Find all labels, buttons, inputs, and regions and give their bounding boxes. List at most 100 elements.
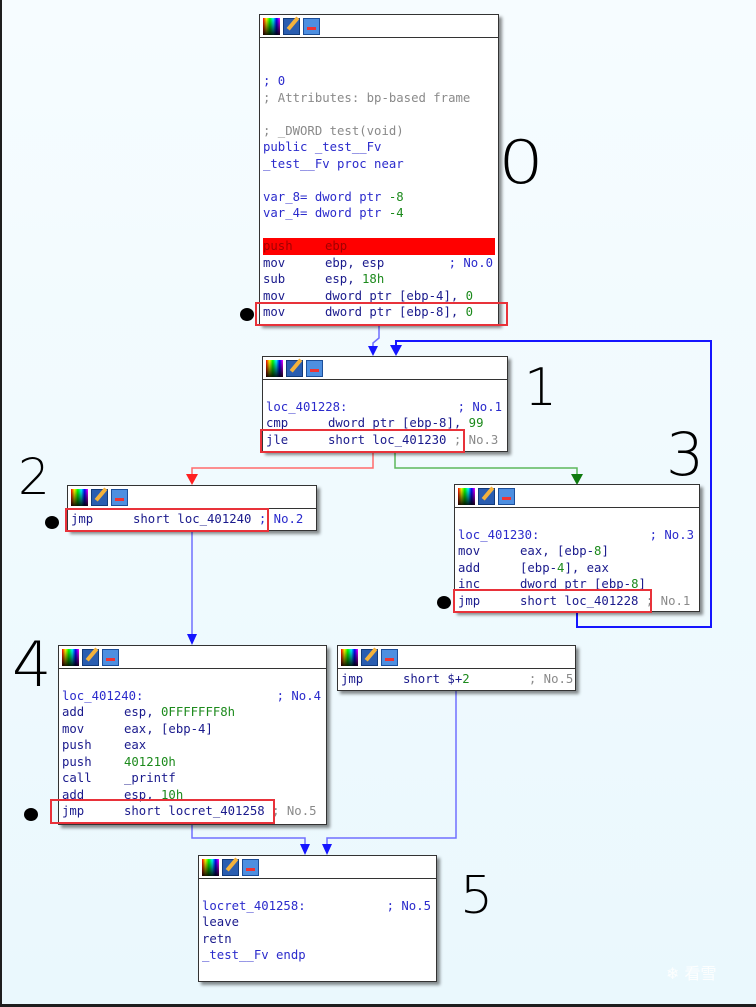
code-line[interactable]: leave — [202, 914, 433, 931]
code-line[interactable]: locret_401258:; No.5 — [202, 898, 433, 915]
annotation-dot — [437, 596, 451, 609]
mnemonic: leave — [202, 915, 240, 929]
mnemonic: push — [263, 239, 293, 253]
group-nodes-icon[interactable] — [498, 487, 515, 505]
rename-pencil-icon[interactable] — [82, 648, 99, 666]
var-offset: -4 — [388, 206, 404, 220]
blank-line — [263, 172, 495, 189]
edge-block3-block1-loop[interactable] — [395, 340, 712, 628]
code-line[interactable]: ; 0 — [263, 73, 495, 90]
group-nodes-icon[interactable] — [303, 17, 320, 35]
graph-node-block0[interactable]: ; 0; Attributes: bp-based frame ; _DWORD … — [259, 14, 499, 325]
color-icon[interactable] — [62, 648, 79, 666]
snowflake-icon: ❄ — [666, 964, 680, 983]
annotation-number-2: 2 — [18, 448, 50, 506]
code-line[interactable]: retn — [202, 931, 433, 948]
blank-line — [458, 510, 696, 527]
edge-arrow — [300, 844, 310, 855]
rename-pencil-icon[interactable] — [91, 488, 108, 506]
color-icon[interactable] — [341, 648, 358, 666]
mnemonic: add — [62, 787, 85, 802]
node-header — [199, 856, 436, 879]
block-comment: ; No.4 — [276, 688, 321, 703]
code-line[interactable]: call_printf — [62, 770, 323, 787]
rename-pencil-icon[interactable] — [286, 359, 303, 377]
rename-pencil-icon[interactable] — [283, 17, 300, 35]
edge-block1-block2-false[interactable] — [191, 452, 374, 478]
mnemonic: jmp — [62, 804, 85, 818]
edge-block1-block3-true[interactable] — [394, 452, 578, 478]
group-nodes-icon[interactable] — [242, 858, 259, 876]
operands: _printf — [124, 771, 176, 785]
loc-label: loc_401228: — [266, 399, 348, 414]
watermark-text: 看雪 — [684, 964, 717, 983]
code-line[interactable]: var_8= dword ptr -8 — [263, 189, 495, 206]
rename-pencil-icon[interactable] — [478, 487, 495, 505]
blank-line — [266, 382, 504, 399]
color-icon[interactable] — [458, 487, 475, 505]
code-line[interactable]: _test__Fv endp — [202, 947, 433, 964]
group-nodes-icon[interactable] — [102, 648, 119, 666]
group-nodes-icon[interactable] — [111, 488, 128, 506]
mnemonic: cmp — [266, 416, 289, 430]
insn-comment: ; No.0 — [448, 255, 493, 270]
color-icon[interactable] — [71, 488, 88, 506]
color-icon[interactable] — [266, 359, 283, 377]
code-line[interactable]: ; _DWORD test(void) — [263, 123, 495, 140]
code-line[interactable]: loc_401230:; No.3 — [458, 527, 696, 544]
loc-label: loc_401240: — [62, 688, 144, 703]
code-line[interactable]: var_4= dword ptr -4 — [263, 205, 495, 222]
edge-dead-block5[interactable] — [326, 690, 457, 847]
operands: short locret_401258 — [124, 804, 265, 818]
xref-comment: ; No.1 — [638, 593, 691, 608]
blank-line — [202, 964, 433, 981]
mnemonic: retn — [202, 931, 232, 946]
operands: ebp, esp — [325, 255, 385, 270]
blank-line — [263, 57, 495, 74]
rename-pencil-icon[interactable] — [222, 858, 239, 876]
immediate: 0FFFFFFF8h — [161, 705, 236, 719]
code-line[interactable]: public _test__Fv — [263, 139, 495, 156]
code-line[interactable]: loc_401240: ; No.4 — [62, 688, 323, 705]
operands: eax — [124, 738, 147, 752]
color-icon[interactable] — [263, 17, 280, 35]
code-line[interactable]: loc_401228:; No.1 — [266, 399, 504, 416]
group-nodes-icon[interactable] — [306, 359, 323, 377]
mnemonic: inc — [458, 577, 481, 591]
rename-pencil-icon[interactable] — [361, 648, 378, 666]
blank-line — [62, 671, 323, 688]
blank-line — [202, 881, 433, 898]
edge-block4-block5[interactable] — [191, 825, 306, 847]
code-line[interactable]: add[ebp-4], eax — [458, 560, 696, 577]
color-icon[interactable] — [202, 858, 219, 876]
group-nodes-icon[interactable] — [381, 648, 398, 666]
code-line[interactable]: _test__Fv proc near — [263, 156, 495, 173]
code-line[interactable]: ; Attributes: bp-based frame — [263, 90, 495, 107]
immediate: 401210h — [124, 754, 176, 769]
